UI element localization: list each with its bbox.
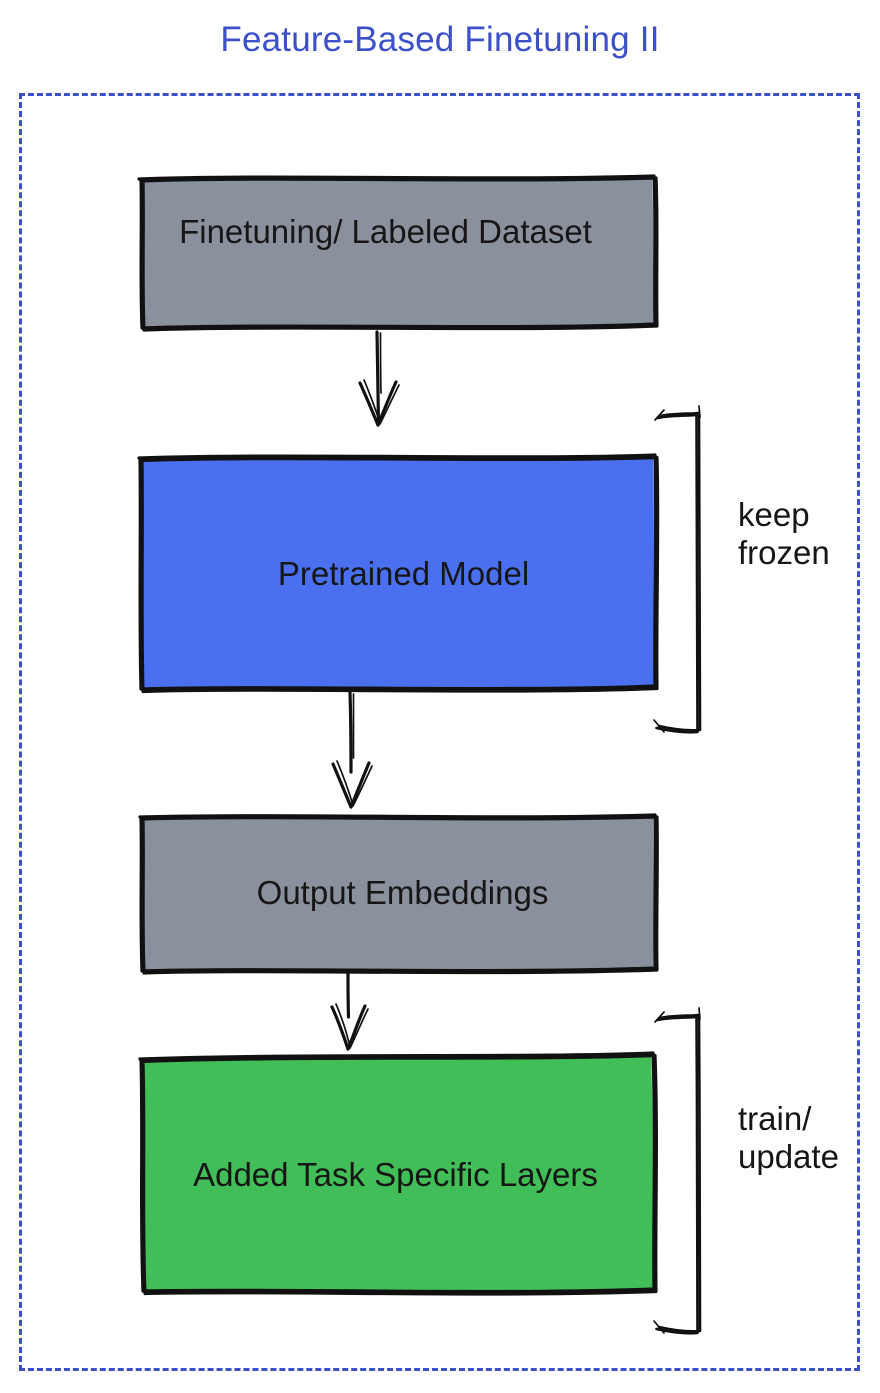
node-label: Finetuning/ Labeled Dataset bbox=[179, 212, 592, 250]
node-label-wrap: Output Embeddings bbox=[137, 812, 658, 973]
arrow-down-2 bbox=[331, 691, 373, 809]
annotation-keep-frozen: keep frozen bbox=[738, 496, 830, 571]
node-fill bbox=[142, 456, 654, 688]
node-label-wrap: Added Task Specific Layers bbox=[137, 1051, 658, 1295]
arrow-down-3 bbox=[330, 971, 369, 1051]
node-fill bbox=[143, 816, 654, 970]
node-shape bbox=[138, 813, 659, 975]
diagram-title: Feature-Based Finetuning II bbox=[220, 20, 660, 59]
node-shape bbox=[137, 174, 659, 332]
node-label: Pretrained Model bbox=[277, 555, 530, 592]
bracket-keep-frozen bbox=[653, 405, 702, 734]
annotation-train-update: train/ update bbox=[738, 1100, 839, 1175]
node-fill bbox=[143, 1054, 653, 1291]
node-label: Output Embeddings bbox=[256, 873, 549, 911]
node-label-wrap: Pretrained Model bbox=[137, 452, 658, 692]
node-label: Added Task Specific Layers bbox=[193, 1156, 598, 1193]
node-label-wrap: Finetuning/ Labeled Dataset bbox=[137, 172, 658, 331]
node-shape bbox=[137, 453, 660, 694]
dashed-frame bbox=[19, 93, 860, 1371]
node-output-embeddings: Output Embeddings bbox=[137, 812, 659, 975]
node-fill bbox=[143, 177, 654, 327]
arrow-down-1 bbox=[358, 330, 400, 427]
node-shape bbox=[138, 1051, 658, 1296]
node-pretrained-model: Pretrained Model bbox=[137, 452, 660, 694]
node-finetuning-dataset: Finetuning/ Labeled Dataset bbox=[137, 172, 659, 332]
node-task-specific-layers: Added Task Specific Layers bbox=[137, 1051, 658, 1296]
bracket-train-update bbox=[653, 1007, 702, 1335]
